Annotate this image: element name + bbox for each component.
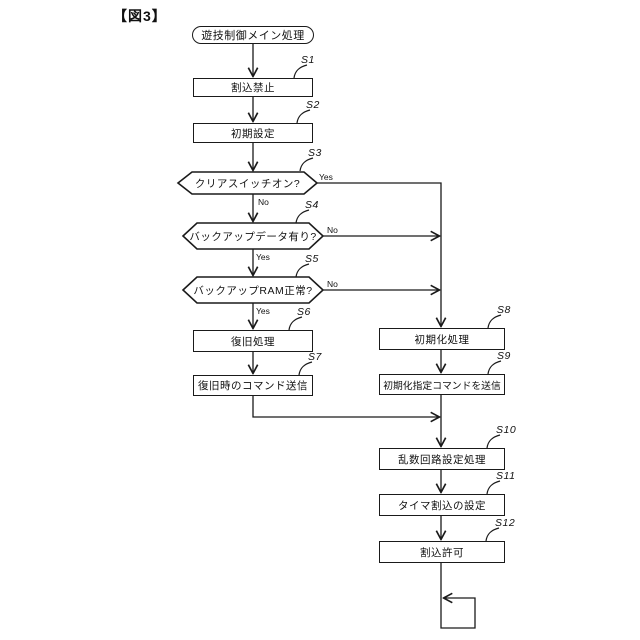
step-label-s10: S10 <box>496 424 517 436</box>
start-terminal: 遊技制御メイン処理 <box>192 26 314 44</box>
step-label-s1: S1 <box>301 54 315 66</box>
decision-s5-label: バックアップRAM正常? <box>193 284 313 297</box>
process-s1: 割込禁止 <box>193 78 313 97</box>
leader-s10 <box>486 434 501 449</box>
edges <box>252 44 476 629</box>
step-label-s11: S11 <box>496 470 516 482</box>
step-label-s6: S6 <box>297 306 311 318</box>
decision-shapes <box>176 171 325 304</box>
process-s12: 割込許可 <box>379 541 505 563</box>
leader-s1 <box>293 64 308 79</box>
process-s10: 乱数回路設定処理 <box>379 448 505 470</box>
step-label-s3: S3 <box>308 147 322 159</box>
step-label-s8: S8 <box>497 304 511 316</box>
process-s9: 初期化指定コマンドを送信 <box>379 374 505 395</box>
leader-s7 <box>298 361 313 376</box>
leader-s12 <box>485 527 500 542</box>
leader-s11 <box>486 480 501 495</box>
step-label-s12: S12 <box>495 517 516 529</box>
leader-s4 <box>295 209 310 224</box>
process-s11: タイマ割込の設定 <box>379 494 505 516</box>
step-label-s5: S5 <box>305 253 319 265</box>
step-label-leaders <box>288 64 502 542</box>
process-s7: 復旧時のコマンド送信 <box>193 375 313 396</box>
branch-label-s5-no: No <box>327 279 338 289</box>
step-label-s4: S4 <box>305 199 319 211</box>
step-label-s2: S2 <box>306 99 320 111</box>
branch-label-s4-no: No <box>327 225 338 235</box>
leader-s2 <box>296 109 311 124</box>
leader-s8 <box>487 314 502 329</box>
leader-s6 <box>288 316 303 331</box>
branch-label-s5-yes: Yes <box>256 306 270 316</box>
decision-s4-label: バックアップデータ有り? <box>189 230 317 243</box>
edge-s3-yes <box>317 182 441 326</box>
leader-s9 <box>487 360 502 375</box>
decision-s3-label: クリアスイッチオン? <box>194 177 301 190</box>
branch-label-s4-yes: Yes <box>256 252 270 262</box>
leader-s3 <box>299 157 314 172</box>
step-label-s7: S7 <box>308 351 322 363</box>
edge-main-loop <box>440 563 476 629</box>
edge-s7-merge <box>252 396 439 417</box>
step-label-s9: S9 <box>497 350 511 362</box>
branch-label-s3-yes: Yes <box>319 172 333 182</box>
process-s6: 復旧処理 <box>193 330 313 352</box>
process-s8: 初期化処理 <box>379 328 505 350</box>
process-s2: 初期設定 <box>193 123 313 143</box>
leader-s5 <box>295 263 310 278</box>
branch-label-s3-no: No <box>258 197 269 207</box>
figure-title: 【図3】 <box>113 8 167 24</box>
